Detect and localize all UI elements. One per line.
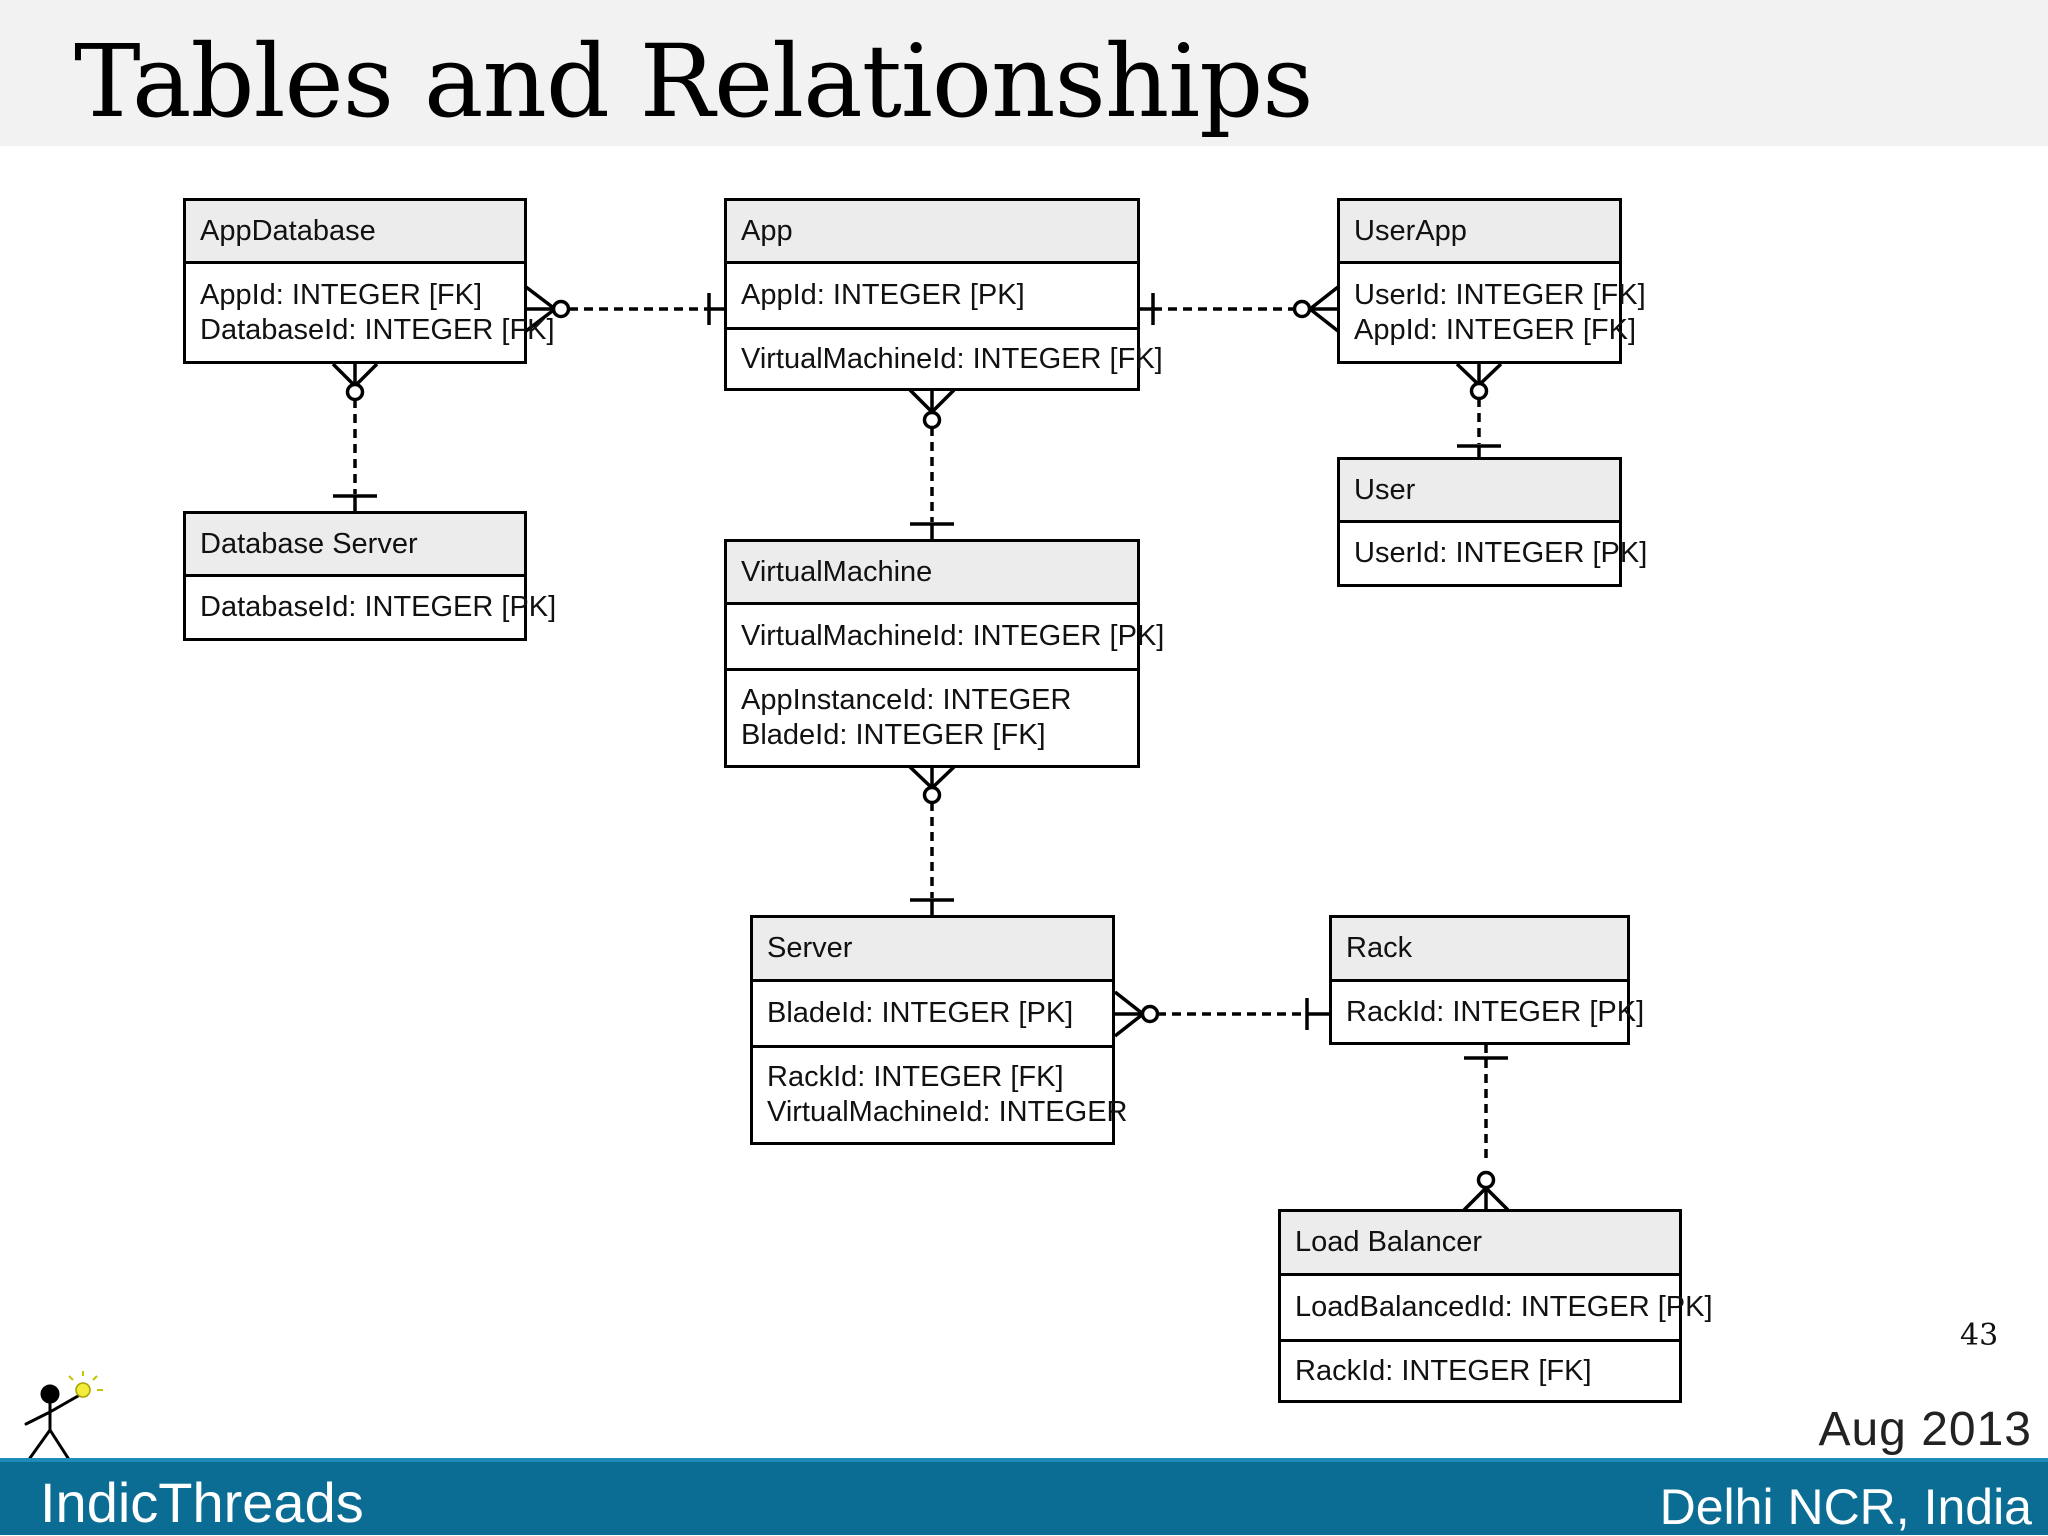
attribute: DatabaseId: INTEGER [FK] (200, 313, 555, 346)
attribute-section: RackId: INTEGER [FK] (1281, 1339, 1679, 1400)
footer-location: Delhi NCR, India (1659, 1479, 2032, 1535)
key-section: BladeId: INTEGER [PK] (753, 982, 1112, 1045)
attribute-section: RackId: INTEGER [FK] VirtualMachineId: I… (753, 1045, 1128, 1142)
entity-title: User (1340, 460, 1619, 523)
entity-appdatabase: AppDatabase AppId: INTEGER [FK] Database… (183, 198, 555, 364)
key-section: LoadBalancedId: INTEGER [PK] (1281, 1276, 1713, 1339)
entity-title: Rack (1332, 918, 1627, 982)
key-section: AppId: INTEGER [PK] (727, 264, 1137, 327)
attribute: UserId: INTEGER [FK] (1354, 278, 1646, 311)
attribute: DatabaseId: INTEGER [PK] (200, 591, 557, 623)
entity-user: User UserId: INTEGER [PK] (1337, 457, 1648, 587)
attribute: AppId: INTEGER [FK] (200, 278, 483, 311)
attribute: BladeId: INTEGER [PK] (767, 997, 1074, 1029)
entity-load-balancer: Load Balancer LoadBalancedId: INTEGER [P… (1278, 1209, 1713, 1403)
event-date: Aug 2013 (1818, 1403, 2032, 1456)
mascot-icon (24, 1371, 103, 1460)
entity-title: VirtualMachine (727, 542, 1137, 605)
relationship-server-rack (1113, 990, 1330, 1038)
entity-server: Server BladeId: INTEGER [PK] RackId: INT… (750, 915, 1128, 1145)
attribute: UserId: INTEGER [PK] (1354, 537, 1648, 569)
attribute: AppId: INTEGER [FK] (1354, 313, 1637, 346)
attribute: RackId: INTEGER [PK] (1346, 995, 1645, 1028)
attribute-section: VirtualMachineId: INTEGER [FK] (727, 327, 1163, 388)
entity-userapp: UserApp UserId: INTEGER [FK] AppId: INTE… (1337, 198, 1646, 364)
attribute-section: AppInstanceId: INTEGER BladeId: INTEGER … (727, 668, 1137, 765)
page-number: 43 (1960, 1318, 1999, 1353)
entity-title: Server (753, 918, 1112, 982)
attribute: VirtualMachineId: INTEGER [PK] (741, 620, 1165, 652)
entity-database-server: Database Server DatabaseId: INTEGER [PK] (183, 511, 557, 641)
entity-app: App AppId: INTEGER [PK] VirtualMachineId… (724, 198, 1163, 391)
attribute: VirtualMachineId: INTEGER (767, 1096, 1128, 1128)
relationship-rack-loadbalancer (1462, 1044, 1510, 1212)
entity-title: Load Balancer (1281, 1212, 1679, 1276)
title-band (0, 0, 2048, 146)
entity-title: AppDatabase (186, 201, 524, 264)
attribute: BladeId: INTEGER [FK] (741, 719, 1046, 751)
attribute: RackId: INTEGER [FK] (1295, 1354, 1592, 1387)
relationship-appdatabase-database-server (331, 362, 379, 511)
relationship-userapp-user (1455, 362, 1503, 458)
attribute-section: UserId: INTEGER [FK] AppId: INTEGER [FK] (1340, 264, 1646, 361)
attribute: VirtualMachineId: INTEGER [FK] (741, 342, 1163, 375)
footer-band: IndicThreads Delhi NCR, India (0, 1458, 2048, 1535)
footer-brand: IndicThreads (40, 1471, 364, 1534)
relationship-app-userapp (1140, 285, 1340, 333)
attribute: AppId: INTEGER [PK] (741, 279, 1025, 311)
entity-title: Database Server (186, 514, 524, 577)
attribute-section: RackId: INTEGER [PK] (1332, 982, 1645, 1042)
entity-rack: Rack RackId: INTEGER [PK] (1329, 915, 1645, 1045)
key-section: VirtualMachineId: INTEGER [PK] (727, 605, 1165, 668)
attribute-section: UserId: INTEGER [PK] (1340, 523, 1648, 584)
attribute: RackId: INTEGER [FK] (767, 1061, 1064, 1093)
slide-title: Tables and Relationships (74, 23, 1314, 140)
attribute: LoadBalancedId: INTEGER [PK] (1295, 1291, 1713, 1323)
attribute-section: AppId: INTEGER [FK] DatabaseId: INTEGER … (186, 264, 555, 361)
attribute-section: DatabaseId: INTEGER [PK] (186, 577, 557, 638)
entity-title: UserApp (1340, 201, 1619, 264)
attribute: AppInstanceId: INTEGER (741, 684, 1072, 716)
entity-virtualmachine: VirtualMachine VirtualMachineId: INTEGER… (724, 539, 1165, 768)
relationship-appdatabase-app (524, 285, 725, 333)
relationship-app-virtualmachine (908, 388, 956, 540)
relationship-virtualmachine-server (908, 765, 956, 916)
entity-title: App (727, 201, 1137, 264)
